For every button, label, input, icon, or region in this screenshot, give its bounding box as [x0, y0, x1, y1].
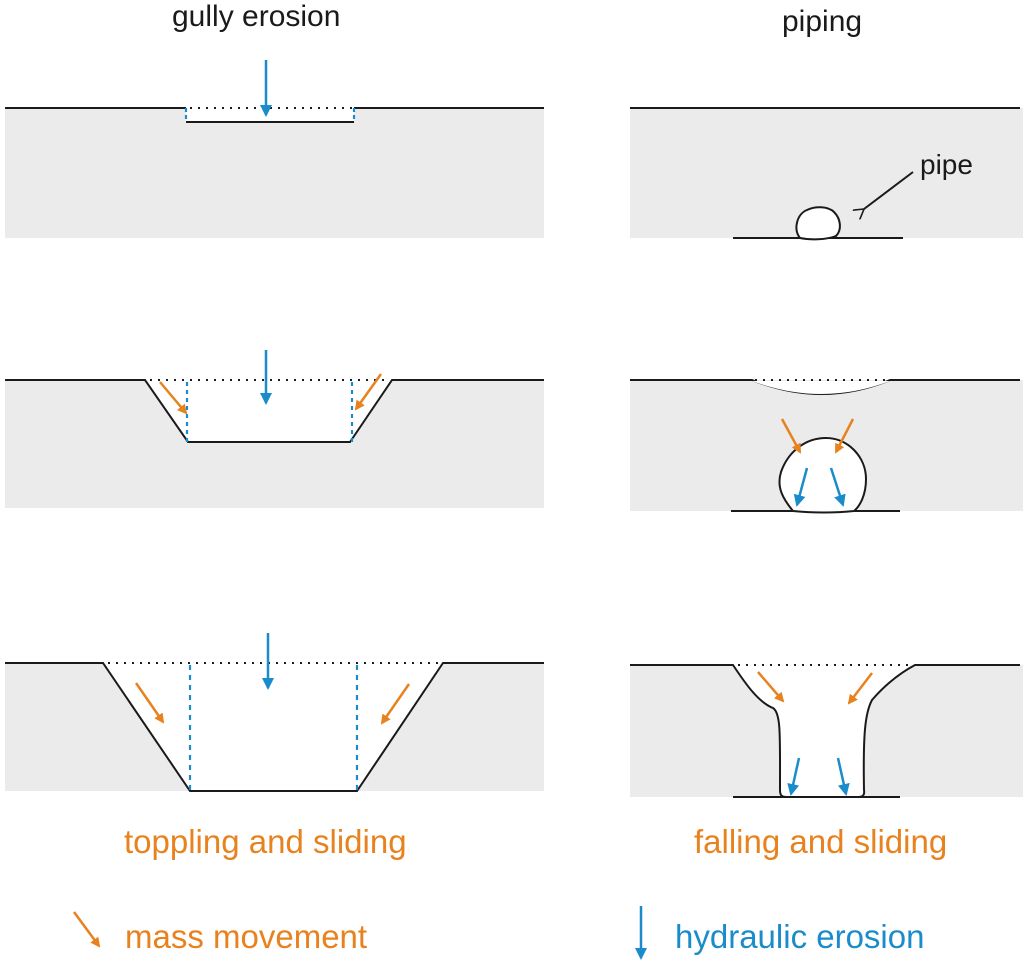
- gully-3-soil: [5, 663, 544, 791]
- gully-3-blue-dashes: [188, 665, 359, 791]
- piping-stage-3: [630, 664, 1023, 798]
- gully-stage-1: [5, 60, 544, 238]
- piping-2-hydraulic-arrow-left: [793, 467, 809, 507]
- piping-3-soil: [630, 665, 1023, 797]
- mass-movement-legend-label: mass movement: [125, 918, 368, 955]
- piping-2-hydraulic-arrow-right: [829, 467, 846, 507]
- gully-erosion-title: gully erosion: [172, 0, 341, 33]
- mass-movement-legend-icon: [72, 911, 101, 948]
- piping-2-above-subsidence: [752, 381, 890, 394]
- piping-2-mass-arrow-right: [834, 418, 855, 454]
- piping-stage-1: [630, 107, 1023, 241]
- gully-3-profile: [5, 662, 544, 792]
- gully-stage-3: [5, 633, 544, 792]
- falling-and-sliding-label: falling and sliding: [694, 823, 948, 860]
- piping-title: piping: [782, 5, 863, 38]
- gully-1-ground-line: [5, 107, 544, 123]
- gully-3-mass-arrow-left: [134, 682, 165, 724]
- piping-stage-2: [630, 379, 1023, 514]
- piping-3-hydraulic-arrow-left: [787, 757, 801, 796]
- piping-1-pipe: [795, 206, 841, 241]
- piping-2-mass-arrow-left: [780, 418, 802, 454]
- gully-2-mass-arrow-left: [159, 381, 188, 415]
- gully-2-blue-dashes: [185, 382, 354, 442]
- toppling-and-sliding-label: toppling and sliding: [124, 823, 407, 860]
- gully-1-blue-dashes: [184, 108, 356, 122]
- gully-1-soil: [5, 108, 544, 238]
- hydraulic-erosion-legend-label: hydraulic erosion: [675, 918, 925, 955]
- piping-3-hydraulic-arrow-right: [836, 757, 850, 796]
- pipe-pointer-arrow: [864, 171, 914, 209]
- gully-2-mass-arrow-right: [354, 373, 383, 411]
- gully-2-soil: [5, 380, 544, 508]
- piping-3-mass-arrow-left: [757, 671, 785, 703]
- gully-2-profile: [5, 379, 544, 443]
- pipe-label: pipe: [920, 149, 973, 180]
- piping-3-mass-arrow-right: [847, 672, 873, 705]
- gully-stage-2: [5, 350, 544, 508]
- gully-3-mass-arrow-right: [380, 683, 411, 725]
